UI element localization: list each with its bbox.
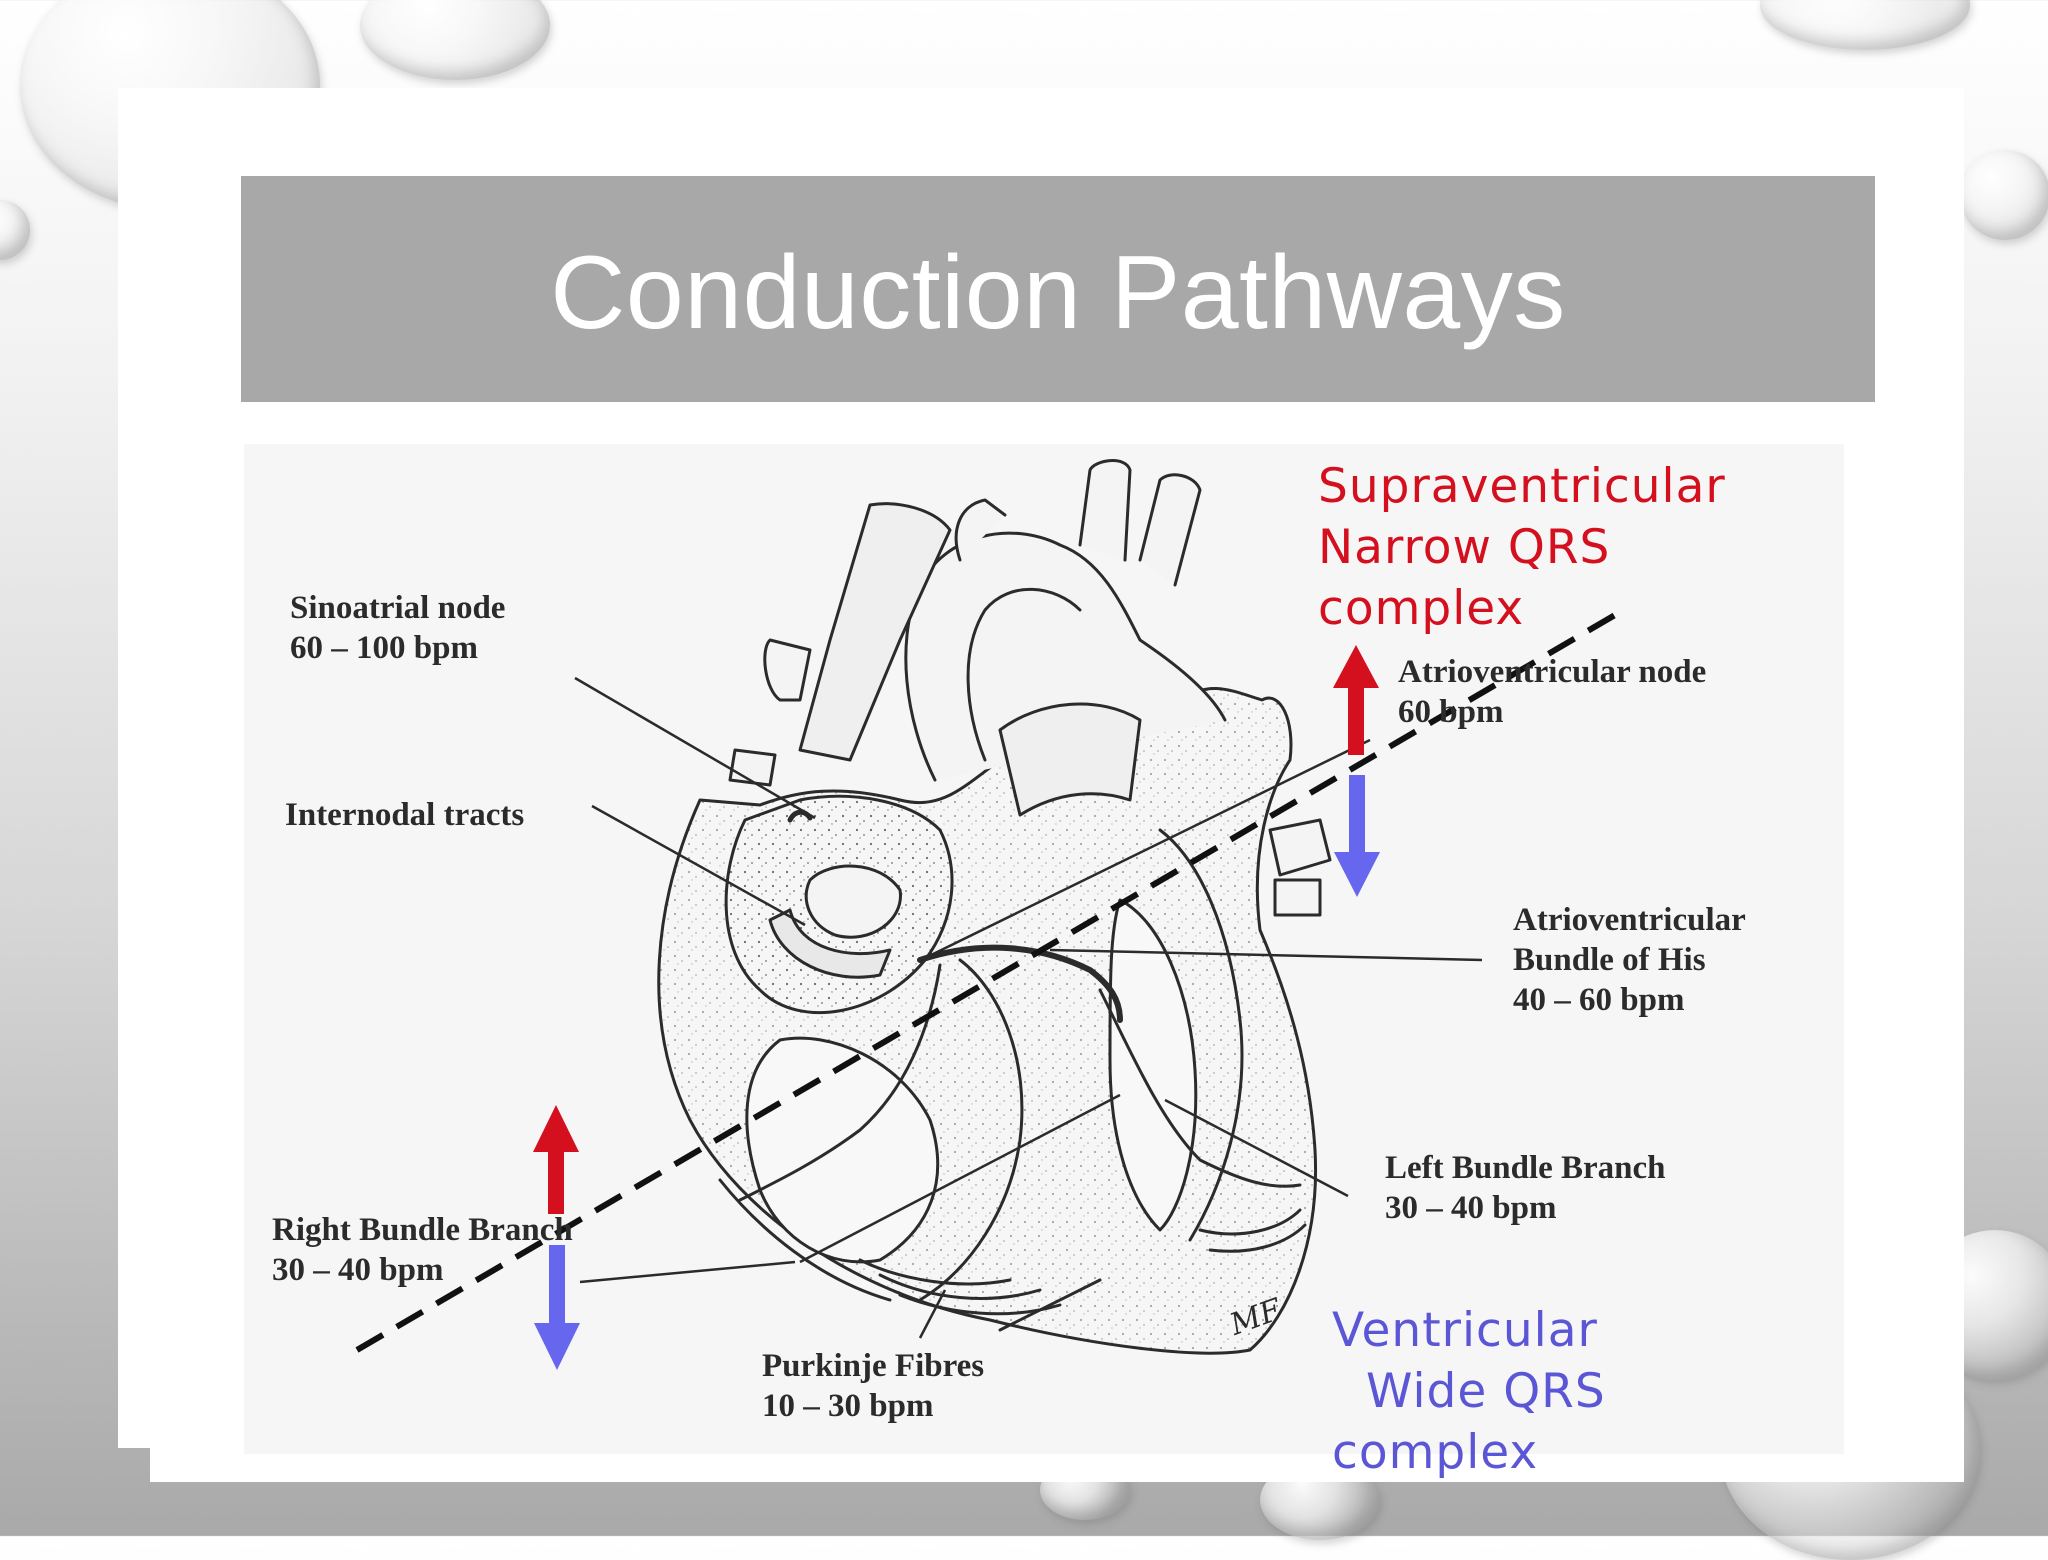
annotation-supraventricular-line1: Supraventricular: [1318, 459, 1726, 514]
label-internodal-tracts-name: Internodal tracts: [285, 797, 525, 833]
arrow-up-supraventricular: [1333, 645, 1379, 755]
leader-internodal: [591, 804, 806, 927]
vessel-stub: [728, 748, 777, 787]
label-left-bundle-branch-rate: 30 – 40 bpm: [1385, 1190, 1557, 1226]
label-purkinje-fibres-rate: 10 – 30 bpm: [762, 1388, 934, 1424]
title-bar: Conduction Pathways: [241, 176, 1875, 402]
annotation-ventricular-line1: Ventricular: [1332, 1303, 1598, 1358]
superior-vena-cava: [798, 502, 952, 762]
label-sinoatrial-node-name: Sinoatrial node: [290, 590, 506, 626]
annotation-ventricular: Ventricular Wide QRS complex: [1332, 1300, 1606, 1483]
leader-left-bundle: [1164, 1098, 1349, 1198]
label-right-bundle-branch-rate: 30 – 40 bpm: [272, 1252, 444, 1288]
vessel-2: [1138, 473, 1202, 587]
label-left-bundle-branch-name: Left Bundle Branch: [1385, 1150, 1666, 1186]
arrow-down-ventricular-lower: [534, 1245, 580, 1370]
leader-sa-node: [574, 676, 816, 820]
label-bundle-of-his-line1: Atrioventricular: [1513, 902, 1746, 938]
label-bundle-of-his-line2: Bundle of His: [1513, 942, 1706, 978]
slide-title: Conduction Pathways: [550, 234, 1566, 351]
vessel-3: [954, 498, 1007, 562]
arrow-down-ventricular-upper: [1334, 775, 1380, 897]
leader-av-node: [924, 738, 1371, 960]
bundle-of-his: [917, 944, 1123, 1023]
leader-lines: [574, 676, 1483, 1339]
label-bundle-of-his: Atrioventricular Bundle of His 40 – 60 b…: [1513, 900, 1746, 1020]
leader-purkinje-2: [799, 1093, 1121, 1264]
label-purkinje-fibres: Purkinje Fibres 10 – 30 bpm: [762, 1346, 984, 1426]
label-left-bundle-branch: Left Bundle Branch 30 – 40 bpm: [1385, 1148, 1666, 1228]
label-internodal-tracts: Internodal tracts: [285, 795, 524, 835]
label-right-bundle-branch: Right Bundle Branch 30 – 40 bpm: [272, 1210, 573, 1290]
annotation-ventricular-line3: complex: [1332, 1425, 1539, 1480]
left-ventricle-cavity: [1108, 898, 1198, 1232]
vessel-1: [1078, 459, 1132, 562]
left-ventricle-wall: [1158, 828, 1244, 1242]
annotation-supraventricular-line2: Narrow QRS: [1318, 520, 1611, 575]
division-dashed-line: [355, 612, 1617, 1353]
annotation-supraventricular-line3: complex: [1318, 581, 1525, 636]
heart-outline: [657, 686, 1318, 1355]
aorta: [904, 531, 1227, 782]
heart-illustration: [657, 459, 1332, 1355]
arrow-up-supraventricular-lower: [533, 1105, 579, 1214]
sa-node-region: [787, 809, 813, 823]
leader-purkinje: [918, 1289, 947, 1339]
septum: [918, 958, 1024, 1302]
label-av-node-rate: 60 bpm: [1398, 694, 1504, 730]
water-drop: [1960, 150, 2048, 240]
fossa-ovalis: [804, 864, 902, 939]
leader-bundle-his: [1049, 948, 1483, 962]
leader-right-bundle: [579, 1260, 796, 1284]
left-bundle-branch-fibre: [1098, 988, 1302, 1188]
vena-cava-left-stub: [763, 638, 812, 702]
label-av-node-name: Atrioventricular node: [1398, 654, 1707, 690]
pulmonary-veins: [1268, 818, 1332, 917]
annotation-supraventricular: Supraventricular Narrow QRS complex: [1318, 456, 1726, 639]
label-av-node: Atrioventricular node 60 bpm: [1398, 652, 1706, 732]
label-purkinje-fibres-name: Purkinje Fibres: [762, 1348, 985, 1384]
label-sinoatrial-node-rate: 60 – 100 bpm: [290, 630, 478, 666]
apex-curves: [718, 1178, 1102, 1332]
label-right-bundle-branch-name: Right Bundle Branch: [272, 1212, 573, 1248]
label-sinoatrial-node: Sinoatrial node 60 – 100 bpm: [290, 588, 505, 668]
annotation-ventricular-line2: Wide QRS: [1366, 1364, 1606, 1419]
atrial-flap: [768, 908, 892, 979]
purkinje-fibres: [858, 1208, 1307, 1316]
label-bundle-of-his-rate: 40 – 60 bpm: [1513, 982, 1685, 1018]
aorta-inner: [966, 587, 1082, 762]
pulmonary-trunk: [998, 702, 1142, 817]
